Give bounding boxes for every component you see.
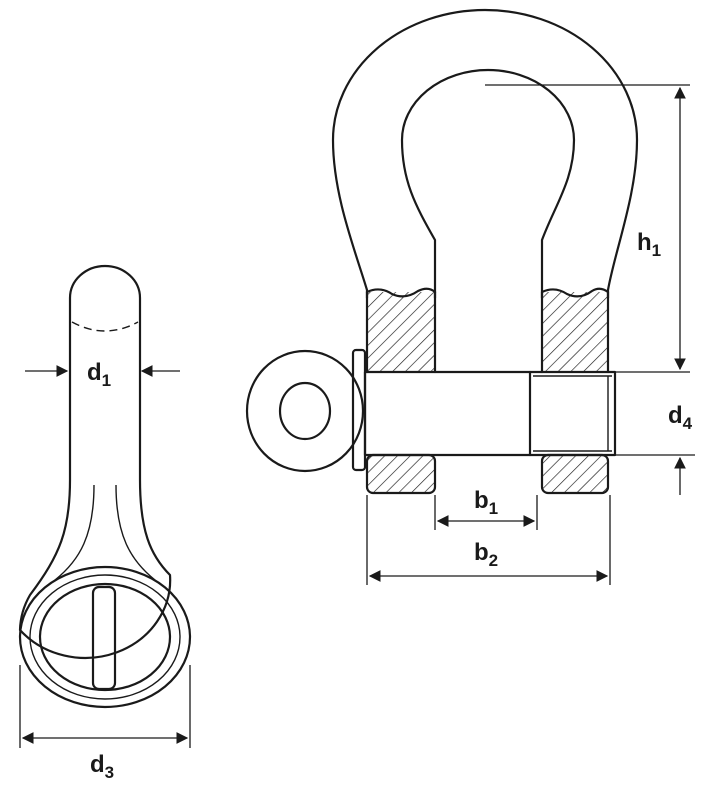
shackle-front-view bbox=[245, 8, 639, 495]
eye-inner-ring bbox=[29, 574, 181, 700]
label-b1: b1 bbox=[474, 487, 498, 518]
right-leg-section-lower bbox=[540, 453, 610, 495]
dimension-d3: d3 bbox=[19, 665, 191, 782]
eye-outer-ring bbox=[18, 565, 192, 709]
label-d1: d1 bbox=[87, 359, 111, 390]
pin-eye-hole bbox=[278, 381, 332, 441]
pin-eye-outer bbox=[245, 349, 365, 473]
dimension-b2: b2 bbox=[366, 495, 611, 585]
label-d3: d3 bbox=[90, 751, 114, 782]
bow-inner-outline bbox=[400, 68, 576, 300]
bow-outline bbox=[331, 8, 639, 300]
dimension-h1: h1 bbox=[485, 84, 690, 373]
dimension-d1: d1 bbox=[25, 359, 180, 390]
shackle-side-view bbox=[18, 264, 192, 709]
left-leg-break-line bbox=[365, 287, 437, 298]
pin-head-face bbox=[38, 582, 172, 692]
side-view-bow-cut bbox=[71, 321, 139, 332]
dimension-b1: b1 bbox=[434, 487, 538, 530]
right-leg-section-upper bbox=[542, 292, 608, 372]
label-b2: b2 bbox=[474, 539, 498, 570]
right-leg-break-line bbox=[540, 287, 610, 298]
left-leg-section-lower bbox=[365, 453, 437, 495]
side-view-outline bbox=[18, 264, 172, 660]
left-leg-section-upper bbox=[367, 292, 435, 372]
side-view-inner-line-left bbox=[54, 484, 95, 581]
pin-body bbox=[363, 370, 617, 457]
side-view-inner-line-right bbox=[115, 484, 156, 581]
label-h1: h1 bbox=[637, 229, 661, 260]
dimension-d4: d4 bbox=[615, 402, 695, 495]
pin-head-slot bbox=[91, 585, 117, 691]
label-d4: d4 bbox=[668, 402, 693, 433]
